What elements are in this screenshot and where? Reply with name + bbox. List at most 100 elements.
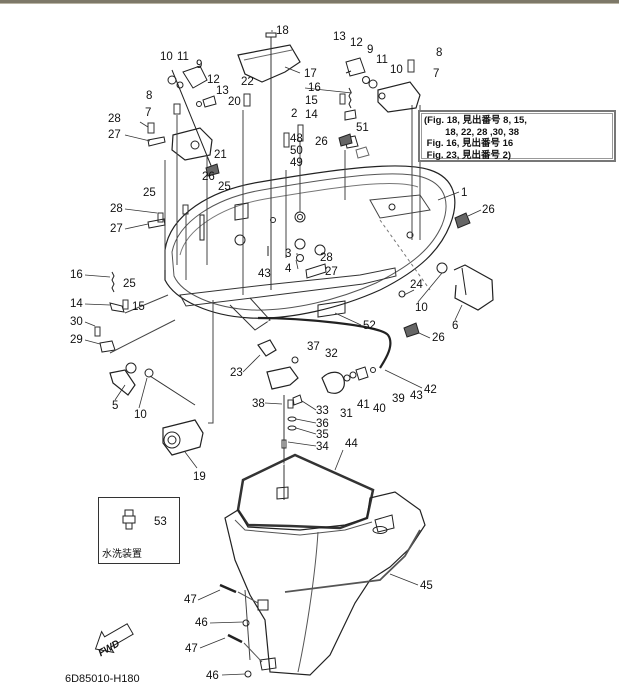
callout-27: 27	[110, 223, 123, 235]
callout-5: 5	[112, 400, 118, 412]
callout-33: 33	[316, 405, 329, 417]
part-42-hose	[257, 316, 392, 369]
callout-28: 28	[320, 252, 333, 264]
part-7-bracket-left	[171, 127, 213, 161]
callout-26: 26	[202, 171, 215, 183]
note-line: Fig. 16, 見出番号 16	[424, 138, 514, 149]
drawing-code: 6D85010-H180	[65, 673, 140, 685]
callout-17: 17	[304, 68, 317, 80]
window-top-bar	[0, 0, 619, 4]
part-9-clamp-left	[182, 65, 208, 89]
callout-28: 28	[108, 113, 121, 125]
callout-24: 24	[410, 279, 423, 291]
callout-41: 41	[357, 399, 370, 411]
callout-6: 6	[452, 320, 458, 332]
callout-7: 7	[433, 68, 439, 80]
part-5-lever	[109, 369, 136, 396]
callout-10: 10	[134, 409, 147, 421]
callout-20: 20	[228, 96, 241, 108]
callout-9: 9	[196, 59, 202, 71]
callout-47: 47	[185, 643, 198, 655]
callout-26: 26	[315, 136, 328, 148]
callout-37: 37	[307, 341, 320, 353]
part-19-switch	[162, 419, 204, 456]
callout-49: 49	[290, 157, 303, 169]
callout-12: 12	[350, 37, 363, 49]
callout-14: 14	[70, 298, 83, 310]
callout-35: 35	[316, 429, 329, 441]
callout-52: 52	[363, 320, 376, 332]
callout-34: 34	[316, 441, 329, 453]
note-line: Fig. 23, 見出番号 2)	[424, 149, 512, 161]
part-32-bracket	[266, 366, 299, 390]
callout-46: 46	[195, 617, 208, 629]
callout-50: 50	[290, 145, 303, 157]
callout-12: 12	[207, 74, 220, 86]
callout-39: 39	[392, 393, 405, 405]
callout-10: 10	[390, 64, 403, 76]
callout-16: 16	[308, 82, 321, 94]
callout-31: 31	[340, 408, 353, 420]
callout-27: 27	[325, 266, 338, 278]
callout-2: 2	[291, 108, 297, 120]
callout-4: 4	[285, 263, 292, 275]
callout-15: 15	[305, 95, 318, 107]
part-31-cap	[321, 371, 345, 394]
callout-11: 11	[177, 51, 189, 63]
part-45-lower-cowling	[224, 491, 426, 676]
note-line: (Fig. 18, 見出番号 8, 15,	[424, 115, 527, 126]
callout-25: 25	[143, 187, 156, 199]
callout-40: 40	[373, 403, 386, 415]
callout-22: 22	[241, 76, 254, 88]
part-9-clamp-right	[345, 57, 366, 77]
part-44-gasket	[236, 453, 375, 530]
callout-1: 1	[461, 187, 467, 199]
callout-18: 18	[276, 25, 289, 37]
callout-13: 13	[333, 31, 346, 43]
part-6-handle	[453, 264, 494, 311]
callout-47: 47	[184, 594, 197, 606]
callout-42: 42	[424, 384, 437, 396]
callout-15: 15	[132, 301, 145, 313]
callout-46: 46	[206, 670, 219, 682]
callout-11: 11	[376, 54, 388, 66]
callout-23: 23	[230, 367, 243, 379]
callout-19: 19	[193, 471, 206, 483]
note-line: 18, 22, 28 ,30, 38	[424, 126, 520, 138]
part-7-bracket-right	[377, 81, 421, 113]
callout-13: 13	[216, 85, 229, 97]
callout-32: 32	[325, 348, 338, 360]
callout-45: 45	[420, 580, 433, 592]
callout-43: 43	[410, 390, 423, 402]
callout-28: 28	[110, 203, 123, 215]
callout-30: 30	[70, 316, 83, 328]
callout-7: 7	[145, 107, 151, 119]
bottom-cowling-tray	[164, 165, 456, 319]
callout-9: 9	[367, 44, 373, 56]
callout-27: 27	[108, 129, 121, 141]
callout-8: 8	[436, 47, 442, 59]
flush-fitting-icon	[122, 509, 136, 530]
callout-44: 44	[345, 438, 358, 450]
callout-21: 21	[214, 149, 227, 161]
callout-25: 25	[123, 278, 136, 290]
inset-caption: 水洗装置	[102, 549, 142, 560]
fwd-arrow-icon	[94, 623, 134, 654]
part-23-grommet	[257, 339, 277, 357]
callout-38: 38	[252, 398, 265, 410]
callout-29: 29	[70, 334, 83, 346]
callout-48: 48	[290, 133, 303, 145]
callout-10: 10	[415, 302, 428, 314]
callout-14: 14	[305, 109, 318, 121]
callout-16: 16	[70, 269, 83, 281]
callout-36: 36	[316, 418, 329, 430]
callout-3: 3	[285, 248, 291, 260]
callout-51: 51	[356, 122, 369, 134]
part-17-cover	[237, 44, 301, 83]
callout-26: 26	[482, 204, 495, 216]
flush-device-inset: 53 水洗装置	[98, 497, 180, 564]
callout-25: 25	[218, 181, 231, 193]
part-number-53: 53	[154, 516, 167, 528]
callout-43: 43	[258, 268, 271, 280]
